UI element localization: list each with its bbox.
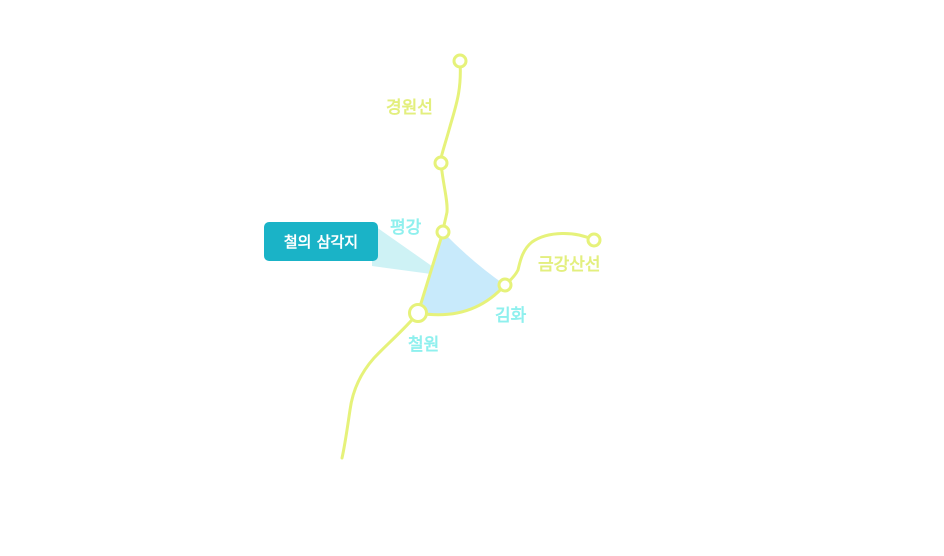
iron-triangle-area (418, 232, 505, 315)
station-marker-pyeonggang (435, 224, 451, 240)
geumgangsan-line (503, 232, 596, 287)
callout-label: 철의 삼각지 (284, 233, 358, 251)
station-label-cheorwon: 철원 (408, 335, 439, 355)
station-marker-geumgangsan-end (586, 232, 602, 248)
station-marker-cheorwon (408, 303, 428, 323)
station-label-gimhwa: 김화 (495, 306, 527, 326)
station-label-pyeonggang: 평강 (390, 218, 422, 238)
callout-box (264, 222, 378, 261)
station-marker-intermediate (433, 155, 449, 171)
cheorwon-gimhwa-link (416, 283, 507, 317)
station-marker-gimhwa (497, 277, 513, 293)
callout-pointer (372, 224, 446, 276)
iron-triangle-callout: 철의 삼각지 (264, 222, 378, 261)
station-marker-north-end (452, 53, 468, 69)
line-label-gyeongwon: 경원선 (386, 98, 433, 118)
line-label-geumgangsan: 금강산선 (538, 255, 601, 275)
gyeongwon-line (340, 59, 462, 460)
